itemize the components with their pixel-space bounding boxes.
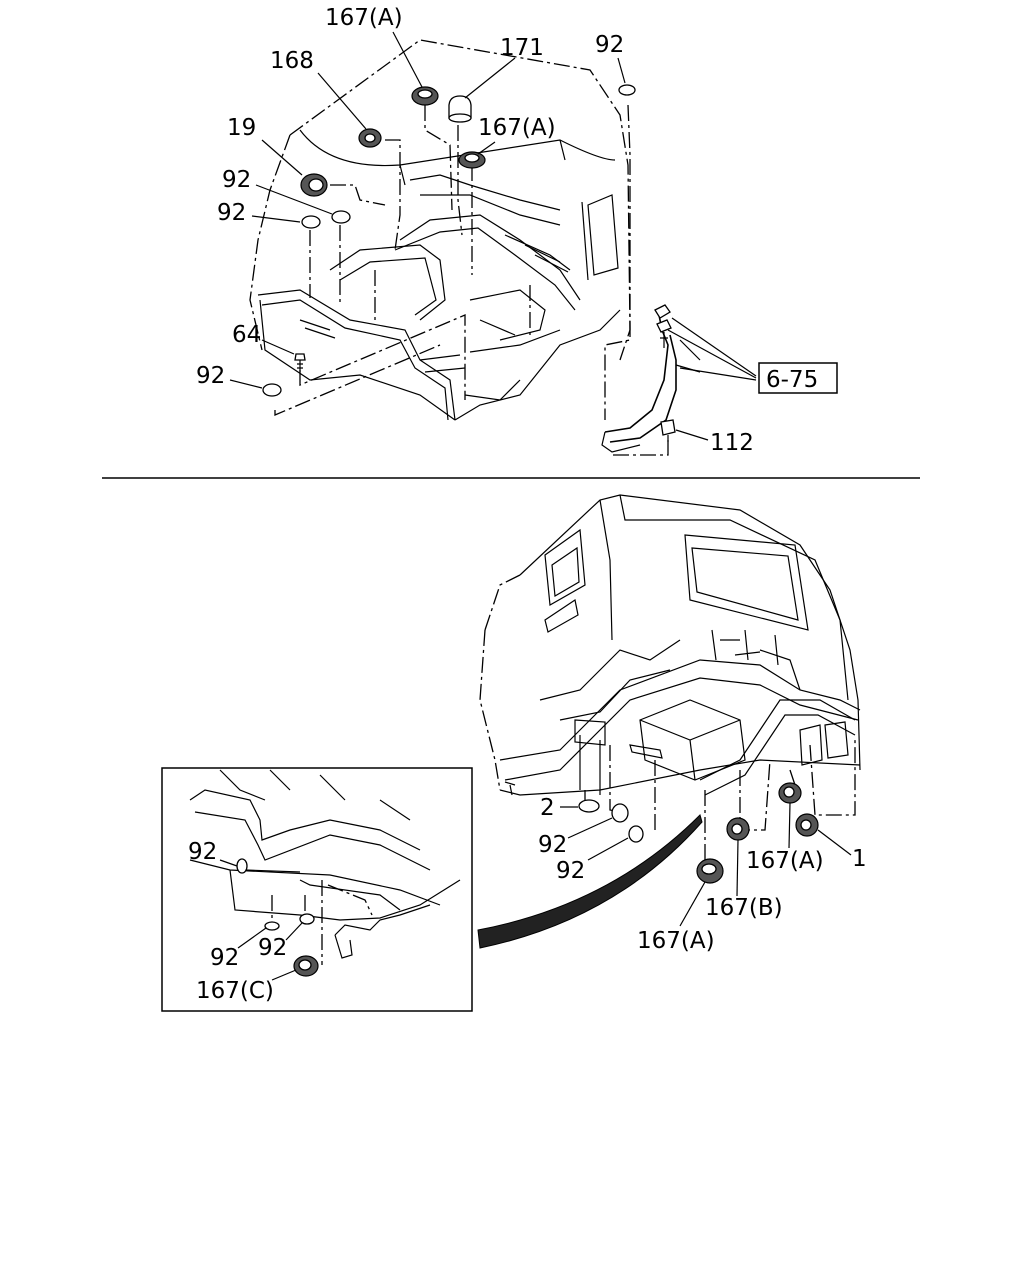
top-leader-lines (229, 31, 757, 441)
grommet-167a-right-icon (778, 782, 802, 804)
bottom-install-lines (584, 740, 856, 860)
callout-167b: 167(B) (705, 895, 783, 921)
bottom-leader-lines (560, 802, 852, 927)
callout-92-a: 92 (222, 167, 251, 193)
grommet-168-icon (358, 128, 382, 148)
grommet-167b-icon (726, 817, 750, 841)
plug-1-icon (795, 813, 819, 837)
bottom-cab-underside-illustration (479, 494, 861, 796)
callout-6-75[interactable]: 6-75 (766, 367, 818, 393)
inset-connector (477, 814, 703, 949)
callout-2: 2 (540, 795, 555, 821)
inset-callout-167c: 167(C) (196, 978, 274, 1004)
reference-box-6-75[interactable] (758, 362, 838, 394)
callout-112: 112 (710, 430, 754, 456)
grommet-167a-bottom-icon (696, 858, 724, 884)
screw-64-icon (294, 353, 306, 372)
cap-171-icon (448, 95, 472, 123)
inset-o-ring-92-c-icon (299, 913, 315, 925)
inset-o-ring-92-b-icon (264, 921, 280, 931)
callout-92-c: 92 (196, 363, 225, 389)
inset-callout-92-b: 92 (210, 945, 239, 971)
o-ring-92-b-icon (301, 215, 321, 229)
inset-callout-92-a: 92 (188, 839, 217, 865)
detail-inset-frame (161, 767, 473, 1012)
callout-64: 64 (232, 322, 261, 348)
o-ring-92-c-icon (262, 383, 282, 397)
callout-167a-top: 167(A) (325, 5, 403, 31)
inset-callout-92-c: 92 (258, 935, 287, 961)
o-ring-92-e-icon (628, 825, 644, 843)
grommet-167a-mid-icon (458, 151, 486, 169)
callout-19: 19 (227, 115, 256, 141)
o-ring-92-d-icon (611, 803, 629, 823)
top-cab-floor-illustration (249, 39, 701, 453)
callout-92-e: 92 (556, 858, 585, 884)
callout-167a-right: 167(A) (746, 848, 824, 874)
callout-167a-mid: 167(A) (478, 115, 556, 141)
callout-168: 168 (270, 48, 314, 74)
bottom-callout-labels: 2 92 92 167(A) 1 167(B) 167(A) 92 92 92 … (188, 795, 867, 1004)
callout-167a-bottom: 167(A) (637, 928, 715, 954)
callout-92-topright: 92 (595, 32, 624, 58)
inset-o-ring-92-a-icon (236, 858, 248, 874)
detail-inset (161, 767, 473, 1012)
top-parts (262, 84, 676, 442)
top-install-lines (274, 104, 669, 456)
callout-92-b: 92 (217, 200, 246, 226)
callout-171: 171 (500, 35, 544, 61)
inset-grommet-167c-icon (293, 955, 319, 977)
top-callout-labels: 167(A) 171 92 168 167(A) 19 92 92 64 92 … (196, 5, 818, 456)
callout-92-d: 92 (538, 832, 567, 858)
o-ring-2-icon (578, 799, 600, 813)
callout-1: 1 (852, 846, 867, 872)
clip-112-icon (660, 419, 676, 442)
bottom-parts (578, 782, 819, 884)
o-ring-92-a-icon (331, 210, 351, 224)
grommet-167a-top-icon (411, 86, 439, 106)
plug-19-icon (300, 173, 328, 197)
clip-6-75-icon (654, 304, 672, 348)
o-ring-92-topright-icon (618, 84, 636, 96)
